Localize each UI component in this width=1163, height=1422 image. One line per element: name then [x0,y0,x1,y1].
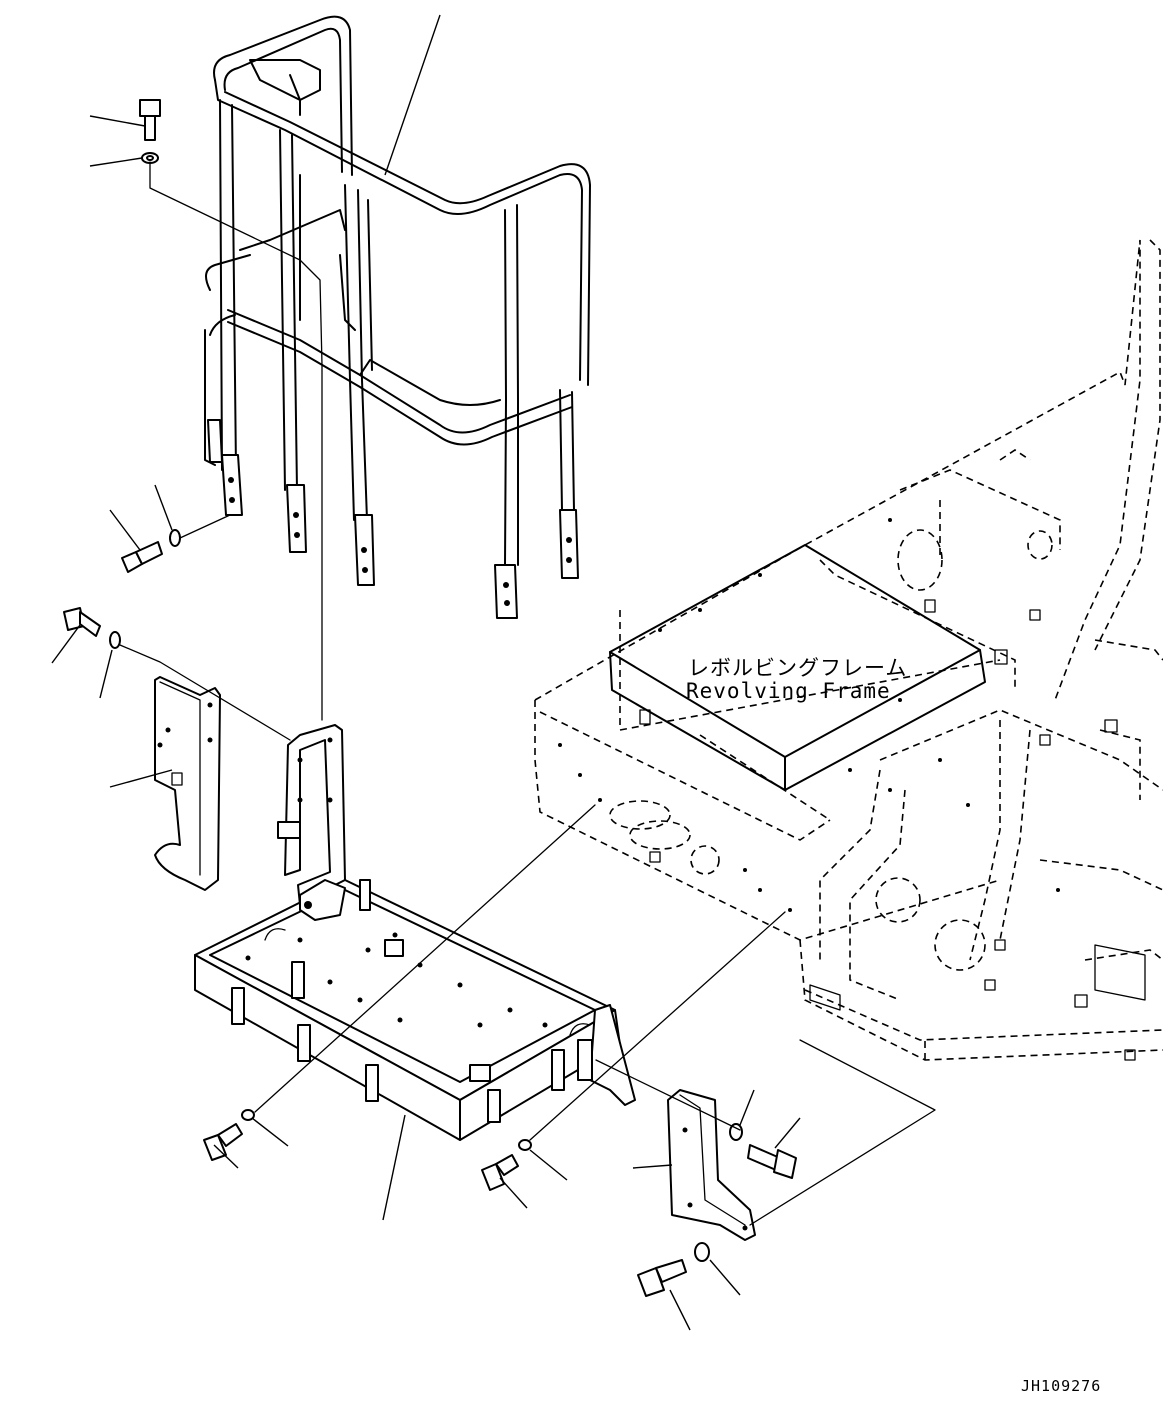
bolt-bracket-left [63,607,121,649]
bolt-tray-left [203,1109,255,1161]
bracket-left [154,676,221,891]
bolt-bracket-right [729,1123,797,1179]
drawing-number: JH109276 [1021,1377,1102,1395]
assembly-lines [119,161,936,1226]
bracket-right [667,1089,756,1241]
bolt-bottom-right [637,1242,710,1297]
bolt-mid-left [121,529,181,573]
revolving-frame [534,239,1163,1061]
leader-lines [51,14,801,1331]
revolving-frame-label-jp: レボルビングフレーム [688,656,908,680]
step-tray [194,879,636,1141]
bolt-top-left [139,99,161,164]
handrail-assembly [204,15,591,619]
bolt-tray-mid [481,1139,532,1191]
revolving-frame-label-en: Revolving Frame [686,679,891,703]
bracket-upright [277,724,346,906]
